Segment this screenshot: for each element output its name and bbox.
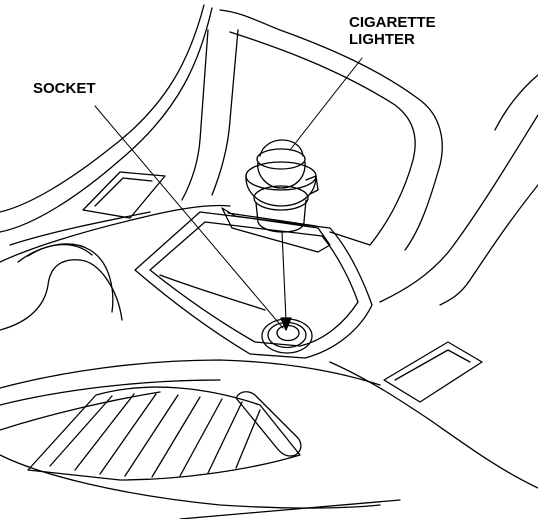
grille-rib-1 — [50, 396, 112, 466]
left-armrest — [0, 260, 122, 330]
lighter-knob — [258, 162, 305, 188]
lower-panel-right — [330, 362, 538, 488]
lighter-body — [256, 200, 306, 232]
grille-rib-2 — [75, 394, 134, 470]
rear-console-inner — [230, 32, 415, 245]
grille-rib-5 — [152, 397, 200, 477]
grille-rib-6 — [180, 399, 222, 476]
bottom-sweep — [0, 455, 380, 508]
right-trim-1 — [380, 115, 538, 302]
lighter-knob-top — [257, 149, 305, 169]
lower-panel-2 — [0, 380, 220, 405]
rear-console-edge — [212, 30, 238, 195]
right-trim-2 — [440, 185, 538, 305]
grille-rib-3 — [100, 394, 156, 474]
tray-floor — [160, 275, 265, 310]
tray-outer — [135, 212, 372, 358]
socket-inner — [277, 326, 299, 341]
left-trim-outer — [0, 8, 212, 232]
tray-inner — [150, 222, 358, 346]
lighter-knob-dome — [260, 140, 303, 156]
lighter-collar — [246, 175, 316, 206]
insertion-arrow-line — [282, 232, 286, 320]
lighter-tab — [306, 176, 318, 194]
cigarette-lighter-label: CIGARETTE LIGHTER — [349, 14, 436, 48]
lighter-base — [254, 186, 308, 210]
socket-leader — [95, 106, 283, 328]
right-switch — [384, 342, 482, 402]
left-switch — [83, 172, 165, 218]
cigarette-lighter-label-line2: LIGHTER — [349, 31, 415, 48]
socket-label: SOCKET — [33, 80, 96, 97]
tray-front-lip — [222, 208, 330, 252]
grille-rib-8 — [236, 410, 260, 468]
left-switch-inner — [95, 178, 152, 206]
rear-console-left — [182, 30, 208, 200]
grille-knob — [236, 392, 301, 456]
grille-rib-4 — [125, 395, 178, 476]
left-cupholder-rim — [28, 245, 92, 256]
lighter-leader — [290, 58, 362, 150]
left-trim-inner — [0, 5, 204, 212]
left-panel-lower — [10, 212, 150, 245]
lower-panel-1 — [0, 360, 380, 388]
insertion-arrow-head — [281, 318, 291, 330]
left-door-panel — [0, 206, 230, 263]
right-switch-inner — [395, 350, 470, 380]
grille-outline — [28, 387, 300, 480]
tray-lip-shade — [228, 213, 316, 226]
cigarette-lighter-label-line1: CIGARETTE — [349, 14, 436, 31]
grille-rib-7 — [208, 402, 242, 473]
right-trim-3 — [495, 75, 538, 130]
bottom-edge — [180, 500, 400, 519]
rear-console-panel — [220, 10, 442, 250]
lower-panel-3 — [0, 392, 160, 430]
